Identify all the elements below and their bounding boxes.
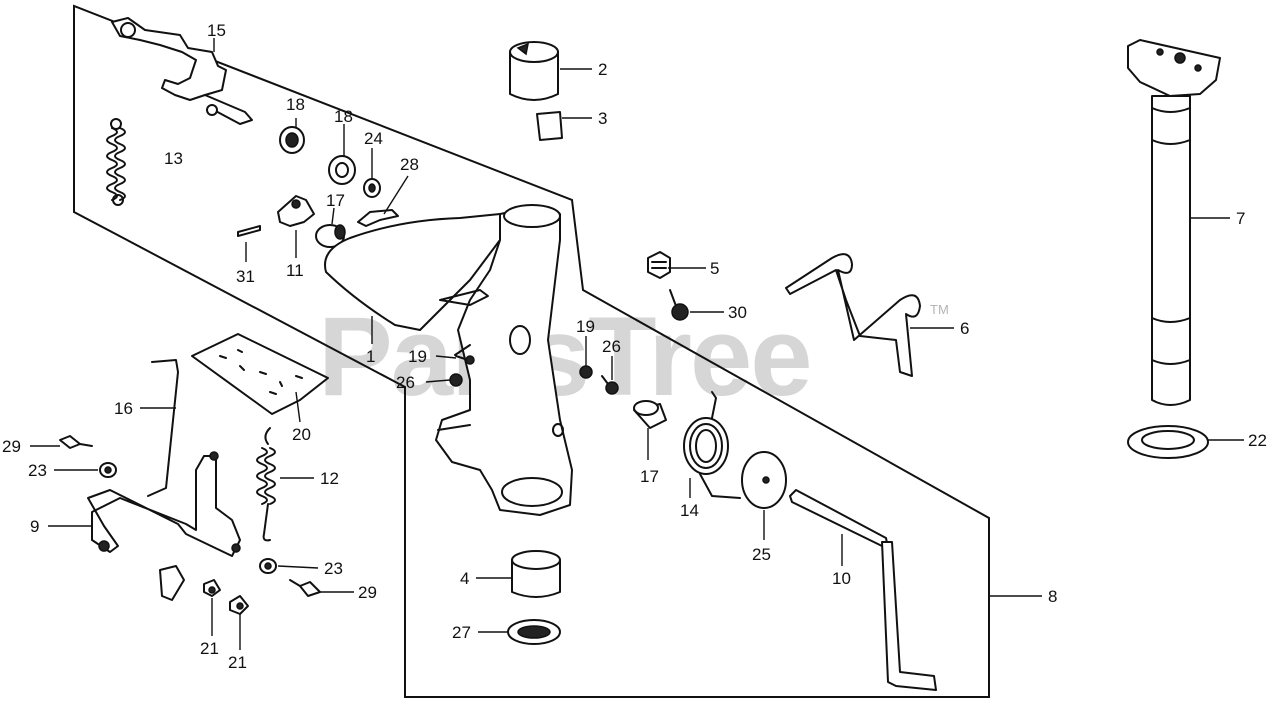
callout-23b: 23 [324, 559, 343, 578]
callout-5: 5 [710, 259, 719, 278]
callout-29a: 29 [2, 437, 21, 456]
part-22-ring[interactable] [1127, 425, 1209, 459]
part-4-bushing[interactable] [511, 550, 561, 598]
callout-13: 13 [164, 149, 183, 168]
part-21-nut-a[interactable] [203, 579, 221, 597]
callout-22: 22 [1248, 431, 1267, 450]
callout-12: 12 [320, 469, 339, 488]
part-11-cam[interactable] [277, 195, 315, 227]
part-17-roller-a[interactable] [315, 224, 346, 248]
watermark-trademark: TM [930, 302, 949, 317]
callout-29b: 29 [358, 583, 377, 602]
part-19-screw-a[interactable] [455, 355, 475, 365]
part-26-bolt-a[interactable] [449, 373, 463, 387]
assembly-frame [73, 4, 990, 698]
callout-14: 14 [680, 501, 699, 520]
callout-7: 7 [1236, 209, 1245, 228]
part-18-bushing-b[interactable] [328, 155, 356, 185]
part-28-clip[interactable] [357, 209, 399, 227]
callout-10: 10 [832, 569, 851, 588]
callout-21a: 21 [200, 639, 219, 658]
callout-2: 2 [598, 60, 607, 79]
callout-3: 3 [598, 109, 607, 128]
callout-19a: 19 [408, 347, 427, 366]
part-23-washer-b[interactable] [259, 558, 277, 574]
callout-26b: 26 [602, 337, 621, 356]
part-31-pin[interactable] [237, 225, 261, 237]
part-29-bolt-b[interactable] [289, 579, 321, 597]
part-1-swivel-bracket[interactable] [324, 204, 573, 516]
part-14-coil-spring[interactable] [683, 391, 741, 499]
callout-24: 24 [364, 129, 383, 148]
part-15-lever[interactable] [111, 17, 253, 125]
part-23-washer-a[interactable] [99, 462, 117, 478]
callout-1: 1 [366, 347, 375, 366]
callout-31: 31 [236, 267, 255, 286]
callout-26a: 26 [396, 373, 415, 392]
callout-18a: 18 [286, 95, 305, 114]
leader-lines [30, 38, 1244, 650]
part-17-roller-b[interactable] [633, 400, 667, 429]
part-13-spring[interactable] [106, 118, 126, 206]
callout-20: 20 [292, 425, 311, 444]
callout-23a: 23 [28, 461, 47, 480]
callout-28: 28 [400, 155, 419, 174]
part-10-crank-handle[interactable] [789, 489, 937, 691]
callout-15: 15 [207, 21, 226, 40]
callout-16: 16 [114, 399, 133, 418]
part-27-seal[interactable] [507, 619, 561, 645]
part-3-sleeve[interactable] [536, 111, 563, 141]
callout-17a: 17 [326, 191, 345, 210]
part-2-bushing[interactable] [509, 41, 559, 101]
part-29-bolt-a[interactable] [59, 435, 93, 449]
callout-27: 27 [452, 623, 471, 642]
part-12-spring[interactable] [256, 427, 276, 542]
callout-17b: 17 [640, 467, 659, 486]
callout-8: 8 [1048, 587, 1057, 606]
callout-18b: 18 [334, 107, 353, 126]
part-20-plate[interactable] [191, 333, 329, 415]
part-24-washer[interactable] [363, 178, 381, 198]
callout-6: 6 [960, 319, 969, 338]
callout-labels: 15 2 3 18 18 24 13 28 17 31 11 1 5 30 6 … [2, 21, 1267, 672]
part-9-lever-bracket[interactable] [87, 451, 241, 601]
callout-11: 11 [286, 261, 304, 280]
callout-25: 25 [752, 545, 771, 564]
callout-30: 30 [728, 303, 747, 322]
callout-4: 4 [460, 569, 469, 588]
part-7-shaft[interactable] [1127, 39, 1221, 406]
part-30-screw[interactable] [669, 289, 689, 321]
part-21-nut-b[interactable] [229, 595, 249, 615]
part-18-bushing-a[interactable] [279, 126, 305, 154]
part-19-screw-b[interactable] [579, 365, 593, 379]
part-5-nut[interactable] [647, 251, 671, 279]
part-26-bolt-b[interactable] [601, 375, 619, 395]
part-16-rod[interactable] [147, 359, 179, 497]
callout-21b: 21 [228, 653, 247, 672]
part-6-wire-bracket[interactable] [785, 253, 921, 377]
part-25-disc[interactable] [741, 451, 787, 509]
callout-19b: 19 [576, 317, 595, 336]
callout-9: 9 [30, 517, 39, 536]
